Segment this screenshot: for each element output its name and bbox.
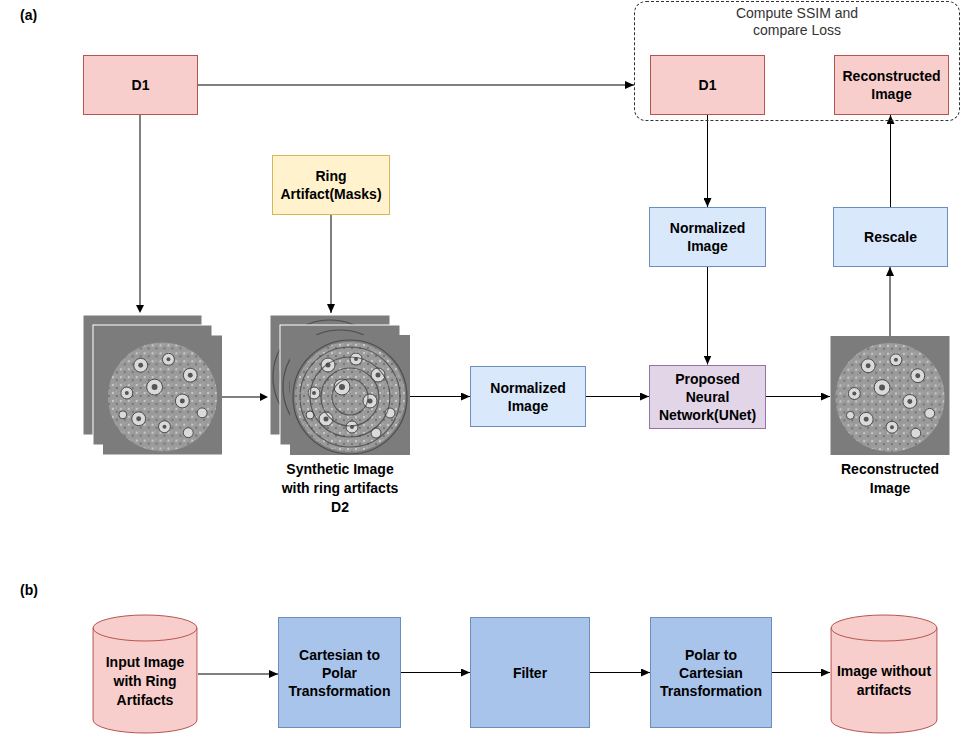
panel-label: (b) — [20, 582, 38, 598]
process-box: Normalized Image — [470, 366, 586, 427]
arrow-connector — [766, 396, 830, 397]
node-text: Proposed Neural Network(UNet) — [655, 370, 760, 424]
output-box: Reconstructed Image — [834, 55, 949, 115]
node-text: Input Image with Ring Artifacts — [98, 653, 192, 710]
node-text: Filter — [513, 664, 547, 682]
image-node: Synthetic Image with ring artifacts D2 — [270, 313, 410, 455]
arrow-connector — [410, 396, 470, 397]
node-text: Normalized Image — [476, 379, 580, 415]
group-title: Compute SSIM and compare Loss — [732, 5, 862, 39]
dataset-box: D1 — [650, 55, 765, 115]
reconstructed-image — [831, 336, 950, 455]
node-text: Polar to Cartesian Transformation — [656, 646, 766, 700]
arrow-connector — [331, 215, 332, 313]
clean-image-stack — [83, 315, 222, 455]
process-box: Cartesian to Polar Transformation — [278, 617, 401, 728]
arrow-connector — [772, 672, 830, 673]
arrow-connector — [707, 115, 708, 207]
node-text: Cartesian to Polar Transformation — [284, 646, 395, 700]
node-text: Ring Artifact(Masks) — [278, 167, 384, 203]
image-caption: Synthetic Image with ring artifacts D2 — [275, 460, 405, 517]
database-cylinder: Input Image with Ring Artifacts — [92, 614, 198, 734]
process-box: Rescale — [833, 207, 948, 267]
mask-box: Ring Artifact(Masks) — [272, 155, 390, 215]
dataset-box: D1 — [83, 55, 198, 115]
network-box: Proposed Neural Network(UNet) — [649, 365, 766, 429]
image-caption: Reconstructed Image — [830, 460, 950, 498]
database-cylinder: Image without artifacts — [830, 614, 938, 734]
arrow-connector — [198, 85, 634, 86]
arrow-connector — [707, 267, 708, 365]
node-text: Rescale — [864, 228, 917, 246]
loss-group: Compute SSIM and compare LossD1 Reconstru… — [634, 1, 960, 121]
panel-label: (a) — [20, 7, 37, 23]
arrow-connector — [401, 672, 470, 673]
node-text: Image without artifacts — [836, 662, 932, 700]
arrow-connector — [890, 267, 891, 336]
process-box: Filter — [470, 617, 590, 728]
arrow-connector — [586, 396, 649, 397]
process-box: Normalized Image — [649, 207, 766, 267]
image-node: Reconstructed Image — [830, 336, 950, 455]
arrow-connector — [890, 115, 891, 207]
process-box: Polar to Cartesian Transformation — [650, 617, 772, 728]
node-text: D1 — [699, 76, 717, 94]
node-text: Normalized Image — [655, 219, 760, 255]
arrow-connector — [198, 674, 278, 675]
leader-arrows — [136, 115, 268, 401]
artifact-image-stack — [270, 315, 410, 455]
arrow-connector — [590, 672, 650, 673]
node-text: Reconstructed Image — [840, 67, 943, 103]
node-text: D1 — [132, 76, 150, 94]
